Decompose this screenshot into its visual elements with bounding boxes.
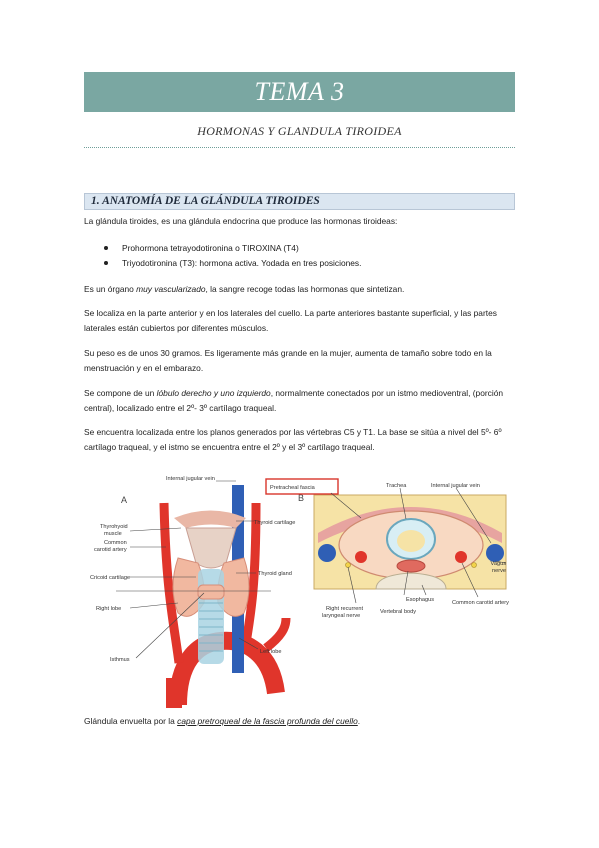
hormone-list: Prohormona tetrayodotironina o TIROXINA … [104, 241, 361, 271]
thyroid-illustration: A [90, 476, 509, 708]
paragraph-location: Se localiza en la parte anterior y en lo… [84, 308, 497, 333]
divider [84, 147, 515, 148]
label-pretracheal: Pretracheal fascia [270, 485, 316, 491]
esophagus [396, 559, 426, 573]
paragraph-vascularized: Es un órgano muy vascularizado, la sangr… [84, 284, 405, 294]
pretracheal-fascia-highlight [265, 478, 339, 495]
intro-paragraph: La glándula tiroides, es una glándula en… [84, 216, 398, 226]
figure-caption: Glándula envuelta por la capa pretroquea… [84, 716, 361, 726]
label-thyroid-gland: Thyroid gland [258, 571, 292, 577]
label-right-lobe: Right lobe [96, 606, 121, 612]
carotid-right [355, 551, 367, 563]
right-carotid [159, 502, 184, 664]
section-heading-text: 1. ANATOMÍA DE LA GLÁNDULA TIROIDES [91, 195, 320, 207]
label-b-jugular: Internal jugular vein [431, 483, 480, 489]
caption-fascia-link: capa pretroqueal de la fascia profunda d… [177, 716, 358, 726]
trachea-a [198, 569, 224, 664]
label-trachea: Trachea [386, 483, 407, 489]
label-carotid-b: Common carotid artery [452, 600, 509, 606]
label-esophagus: Esophagus [406, 597, 434, 603]
panel-b-letter: B [298, 493, 304, 503]
label-a-jugular: Internal jugular vein [166, 476, 215, 482]
vein-left [486, 544, 504, 562]
label-recurrent-2: laryngeal nerve [322, 613, 360, 619]
label-left-lobe: Left lobe [260, 649, 281, 655]
paragraph-lobes: Se compone de un lóbulo derecho y uno iz… [84, 388, 504, 413]
label-thyroid-cartilage: Thyroid cartilage [254, 520, 295, 526]
label-isthmus: Isthmus [110, 657, 130, 663]
vertebral-body [375, 572, 447, 590]
section-heading: 1. ANATOMÍA DE LA GLÁNDULA TIROIDES [84, 193, 515, 210]
carotid-left [455, 551, 467, 563]
thyroid-anatomy-figure: A [86, 473, 516, 708]
label-recurrent-1: Right recurrent [326, 606, 363, 612]
panel-a-letter: A [121, 495, 127, 505]
label-carotid-a-2: carotid artery [94, 547, 127, 553]
label-vertebral-body: Vertebral body [380, 609, 416, 615]
title-banner: TEMA 3 [84, 72, 515, 112]
label-thyrohyoid-2: muscle [104, 531, 122, 537]
list-item: Prohormona tetrayodotironina o TIROXINA … [104, 241, 361, 256]
paragraph-weight: Su peso es de unos 30 gramos. Es ligeram… [84, 348, 492, 373]
label-vagus-1: Vagus [491, 561, 507, 567]
vein-right [318, 544, 336, 562]
label-carotid-a-1: Common [104, 540, 127, 546]
left-carotid [241, 502, 261, 644]
label-vagus-2: nerve [492, 568, 506, 574]
label-thyrohyoid-1: Thyrohyoid [100, 524, 128, 530]
page-title: TEMA 3 [254, 77, 345, 106]
page-subtitle: HORMONAS Y GLANDULA TIROIDEA [197, 124, 402, 138]
label-cricoid: Cricoid cartilage [90, 575, 130, 581]
list-item: Triyodotironina (T3): hormona activa. Yo… [104, 256, 361, 271]
paragraph-vertebrae: Se encuentra localizada entre los planos… [84, 427, 502, 452]
